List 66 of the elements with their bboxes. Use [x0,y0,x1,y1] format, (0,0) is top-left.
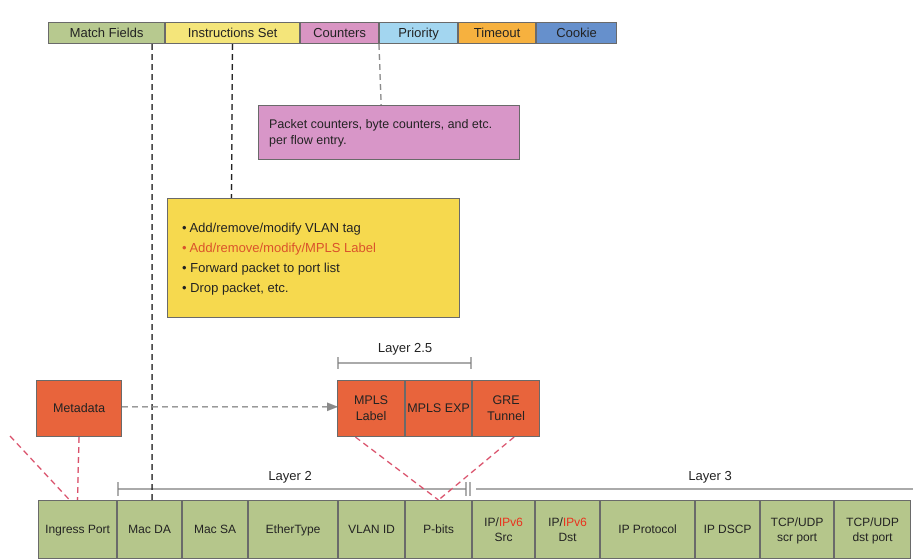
connector-line [151,44,153,500]
field-label: MPLS EXP [407,400,470,416]
field-label: Ingress Port [45,522,110,537]
field-box [36,380,122,437]
field-box [248,500,338,559]
note-box [258,105,520,160]
field-label: Mac SA [194,522,236,537]
field-header [48,22,165,44]
field-label: IP DSCP [704,522,752,537]
field-box [834,500,911,559]
layer-label: Layer 3 [687,468,733,483]
field-label: VLAN ID [348,522,395,537]
arrow [122,402,338,412]
field-box [182,500,248,559]
field-label: Packet counters, byte counters, and etc. per flow entry. [268,116,494,148]
field-label: Mac DA [128,522,171,537]
field-label: IPv6 [562,514,587,530]
field-label: P-bits [423,522,454,537]
field-label: MPLS Label [352,392,390,424]
field-label: Src [494,530,514,544]
field-box [337,380,405,437]
field-label: TCP/UDP dst port [845,514,900,544]
connector-line [9,436,70,500]
field-label: EtherType [266,522,320,537]
field-label: Cookie [556,24,597,42]
field-header [300,22,379,44]
field-header [458,22,536,44]
action-list-box [167,198,460,318]
field-label: Instructions Set [188,24,278,42]
field-label: IP/ [548,514,563,530]
field-box [472,500,535,559]
field-label: TCP/UDP scr port [770,514,824,544]
field-box [472,380,540,437]
list-item: • Add/remove/modify VLAN tag [182,218,362,237]
field-box [38,500,117,559]
list-item: • Forward packet to port list [182,259,341,277]
field-box [117,500,182,559]
layer-label: Layer 2 [267,468,313,483]
connector-line [438,436,515,501]
field-box [338,500,405,559]
field-label: Counters [313,24,366,42]
field-header [165,22,300,44]
field-box [695,500,760,559]
field-box [405,380,472,437]
field-label: IP Protocol [618,522,677,537]
connector-line [354,436,439,501]
field-box [405,500,472,559]
connector-line [378,44,382,106]
connector-line [76,436,80,500]
field-header [379,22,458,44]
connector-line [230,44,234,198]
field-label: Priority [398,24,439,42]
list-item: • Drop packet, etc. [182,279,290,298]
field-label: Match Fields [70,24,144,42]
layer-label: Layer 2.5 [376,340,434,355]
list-item: • Add/remove/modify/MPLS Label [182,238,376,257]
field-label: IPv6 [498,514,523,530]
field-label: Timeout [474,24,520,42]
field-label: GRE Tunnel [486,392,526,424]
field-box [600,500,695,559]
field-box [535,500,600,559]
field-label: Metadata [52,400,106,416]
field-box [760,500,834,559]
field-header [536,22,617,44]
field-label: IP/ [484,514,499,530]
field-label: Dst [558,530,578,544]
